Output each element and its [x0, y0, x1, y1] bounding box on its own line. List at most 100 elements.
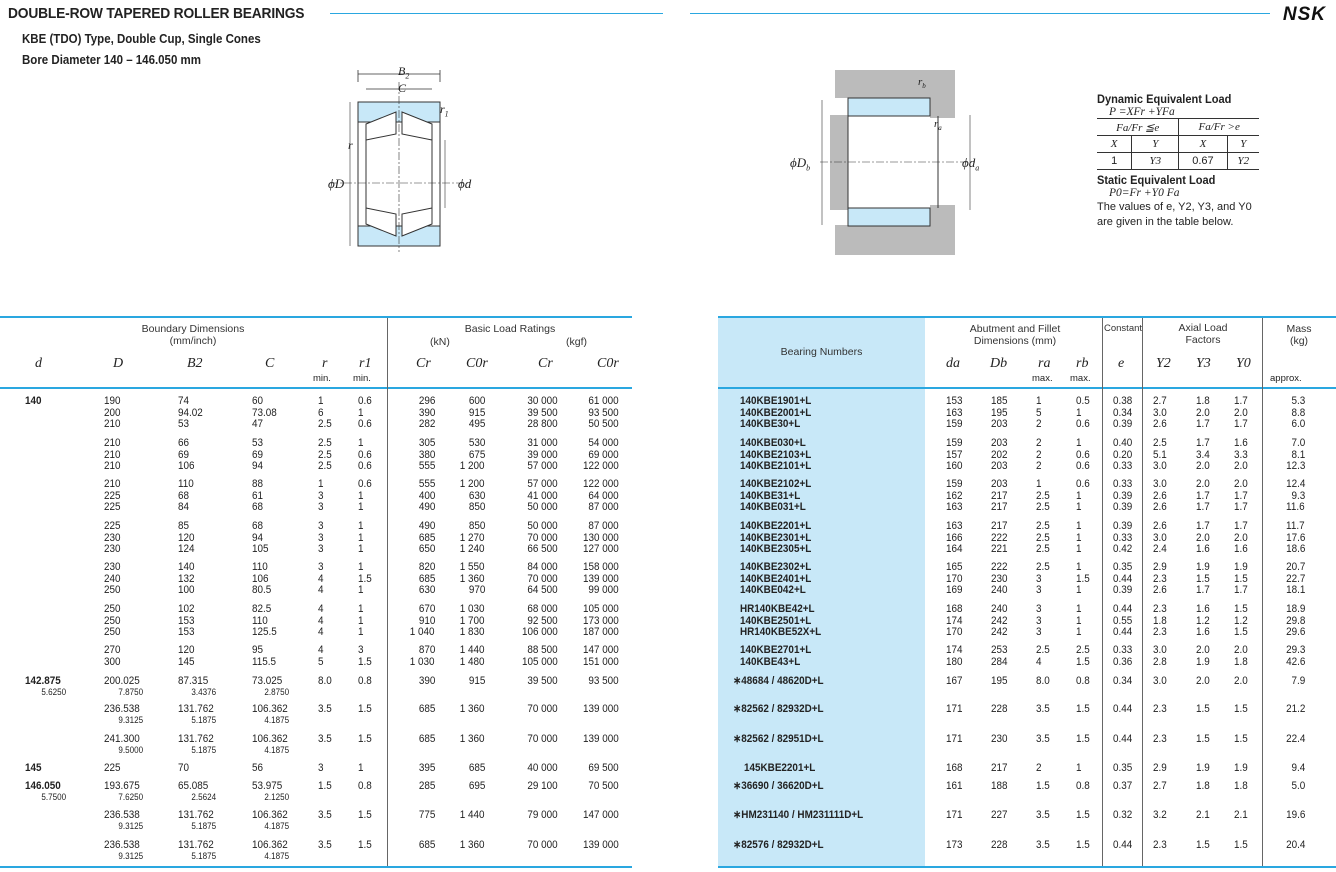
cell-mass: 7.0 [1291, 437, 1305, 449]
cell-rb: 0.6 [1076, 448, 1090, 461]
header-constant: Constant [1104, 323, 1143, 334]
table-bottom-rule-left [0, 866, 632, 868]
cell-Y2: 2.3 [1153, 626, 1167, 639]
cell-Y3: 2.0 [1196, 406, 1210, 419]
dynamic-load-formula: P =XFr +YFa [1109, 106, 1175, 118]
cell-Y0: 2.0 [1234, 460, 1248, 473]
cell-D-inch: 9.3125 [118, 715, 143, 726]
col-Cr-kN: Cr [416, 356, 431, 371]
cell-da: 170 [946, 626, 963, 639]
cell-mass: 18.6 [1285, 543, 1305, 556]
cell-rb: 0.6 [1076, 460, 1090, 473]
cell-Y0: 1.7 [1234, 520, 1248, 532]
cell-Db: 242 [991, 614, 1008, 627]
cell-Cr-kgf: 57 000 [527, 460, 558, 473]
cell-C: 94 [252, 460, 264, 473]
cell-ra: 2.5 [1036, 543, 1050, 556]
cell-da: 163 [946, 520, 963, 532]
col-r1: r1 [359, 356, 372, 371]
val-x2: 0.67 [1178, 152, 1228, 170]
cell-Y3: 2.1 [1196, 809, 1210, 821]
cell-D-inch: 7.8750 [118, 687, 143, 698]
cell-r1: 1 [358, 531, 364, 544]
cell-Cr-kgf: 105 000 [522, 655, 558, 668]
cell-Y2: 2.7 [1153, 395, 1167, 407]
cell-r1: 1 [358, 406, 364, 419]
cell-B2-inch: 5.1875 [191, 851, 216, 862]
cell-rb: 1.5 [1076, 839, 1090, 851]
title-rule [330, 13, 663, 14]
cell-C0r-kN: 915 [468, 675, 485, 687]
cell-Cr-kgf: 64 500 [527, 584, 558, 597]
cell-r1: 1 [358, 437, 364, 449]
cell-C: 56 [252, 762, 264, 774]
cell-D: 241.300 [104, 733, 140, 745]
cell-r1: 1.5 [358, 703, 372, 715]
cell-D: 250 [104, 626, 121, 639]
cell-B2: 131.762 [178, 809, 214, 821]
cell-da: 162 [946, 489, 963, 502]
cell-bearing: 140KBE2401+L [740, 572, 812, 585]
cell-C0r-kN: 1 360 [460, 572, 485, 585]
cell-Y3: 1.9 [1196, 655, 1210, 668]
cell-B2-inch: 5.1875 [191, 821, 216, 832]
cell-bearing: ∗82562 / 82932D+L [733, 703, 824, 715]
cell-C0r-kN: 1 360 [460, 839, 485, 851]
divider [1262, 318, 1263, 866]
cell-B2-inch: 3.4376 [191, 687, 216, 698]
cell-Y3: 1.7 [1196, 437, 1210, 449]
cell-C0r-kgf: 139 000 [583, 572, 619, 585]
cell-Db: 185 [991, 395, 1008, 407]
table-head-rule-left [0, 387, 632, 389]
cell-Y2: 2.9 [1153, 561, 1167, 573]
cell-r1: 1 [358, 520, 364, 532]
dynamic-load-title: Dynamic Equivalent Load [1097, 92, 1232, 106]
cell-C: 53 [252, 437, 264, 449]
cell-e: 0.20 [1113, 448, 1133, 461]
cell-bearing: 140KBE2501+L [740, 614, 812, 627]
cell-Cr-kgf: 70 000 [527, 733, 558, 745]
cell-Y0: 1.5 [1234, 626, 1248, 639]
cell-mass: 5.3 [1291, 395, 1305, 407]
col-Y3: Y3 [1196, 356, 1211, 371]
cell-r: 3.5 [318, 733, 332, 745]
cell-Y3: 1.7 [1196, 520, 1210, 532]
cell-D: 230 [104, 561, 121, 573]
cell-Cr-kN: 1 030 [410, 655, 435, 668]
cell-ra: 2 [1036, 460, 1042, 473]
cell-C: 68 [252, 501, 264, 514]
cell-Db: 230 [991, 572, 1008, 585]
cell-r1: 1.5 [358, 733, 372, 745]
cell-C0r-kgf: 130 000 [583, 531, 619, 544]
cell-Db: 188 [991, 780, 1008, 792]
cell-Db: 253 [991, 644, 1008, 656]
divider [387, 318, 388, 866]
cell-r: 4 [318, 603, 324, 615]
cell-C: 88 [252, 478, 264, 490]
cell-C-inch: 4.1875 [264, 715, 289, 726]
cell-C0r-kN: 675 [468, 448, 485, 461]
cell-Y3: 1.5 [1196, 839, 1210, 851]
cell-mass: 42.6 [1285, 655, 1305, 668]
cell-C0r-kgf: 87 000 [588, 520, 619, 532]
cell-Cr-kgf: 70 000 [527, 839, 558, 851]
divider [1102, 318, 1103, 866]
cell-D: 250 [104, 614, 121, 627]
cell-Y2: 2.9 [1153, 762, 1167, 774]
cell-C0r-kgf: 87 000 [588, 501, 619, 514]
cell-r1: 0.6 [358, 418, 372, 431]
cell-bearing: 140KBE2305+L [740, 543, 812, 556]
cell-B2: 87.315 [178, 675, 209, 687]
r-min: min. [313, 373, 331, 384]
subtitle-bore: Bore Diameter 140 – 146.050 mm [22, 53, 201, 67]
cell-bearing: 140KBE2701+L [740, 644, 812, 656]
cell-B2: 53 [178, 418, 190, 431]
cell-e: 0.39 [1113, 418, 1133, 431]
cell-rb: 1 [1076, 501, 1082, 514]
cell-Cr-kgf: 39 500 [527, 406, 558, 419]
cell-rb: 1 [1076, 543, 1082, 556]
cell-r: 3 [318, 762, 324, 774]
cell-C0r-kgf: 69 500 [588, 762, 619, 774]
cell-C0r-kgf: 147 000 [583, 644, 619, 656]
cell-e: 0.39 [1113, 489, 1133, 502]
